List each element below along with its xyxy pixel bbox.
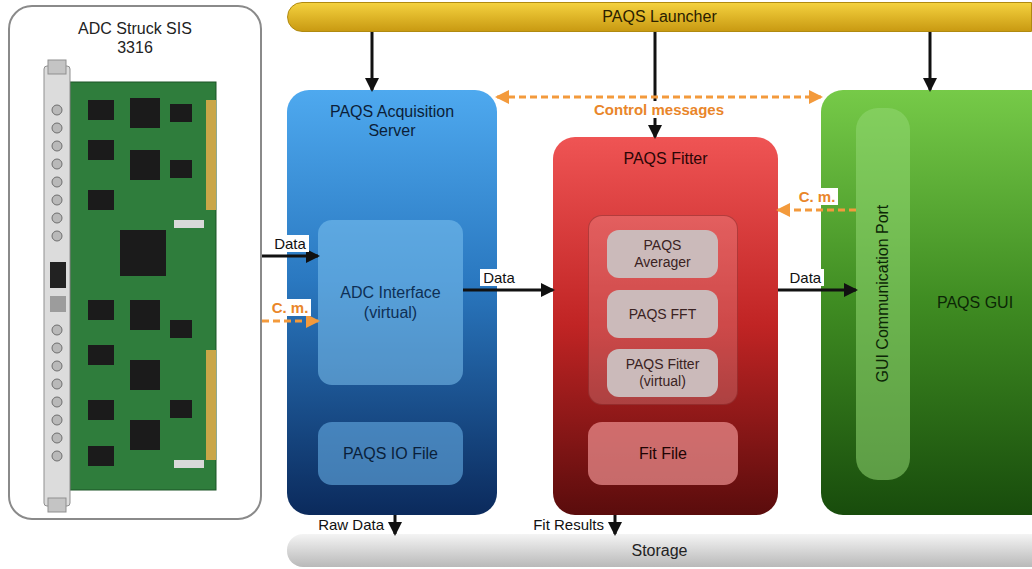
edge-label: C. m. bbox=[269, 299, 312, 316]
module-box: PAQS Averager bbox=[607, 230, 718, 278]
launcher-band: PAQS Launcher bbox=[287, 2, 1032, 32]
node-label: PAQS GUI bbox=[930, 293, 1020, 312]
node-label: PAQS FFT bbox=[629, 306, 696, 323]
module-box: PAQS FFT bbox=[607, 290, 718, 338]
edge-label: C. m. bbox=[796, 188, 839, 205]
edge-label: Data bbox=[480, 269, 518, 286]
node-label: PAQS Averager bbox=[618, 237, 708, 271]
storage-band: Storage bbox=[287, 534, 1032, 567]
module-box: PAQS Fitter (virtual) bbox=[607, 349, 718, 397]
edge-label: Control messages bbox=[591, 101, 727, 118]
control-arrow bbox=[497, 96, 821, 99]
node-label: ADC Struck SIS 3316 bbox=[73, 19, 198, 57]
process-box: PAQS FitterPAQS AveragerPAQS FFT PAQS Fit… bbox=[553, 137, 778, 515]
data-arrow bbox=[371, 32, 374, 90]
process-box: PAQS GUI GUI Communication Port bbox=[821, 90, 1032, 515]
node-label: ADC Interface (virtual) bbox=[328, 283, 453, 321]
module-box: PAQS IO File bbox=[318, 422, 463, 485]
edge-label: Data bbox=[271, 235, 309, 252]
port-box: GUI Communication Port bbox=[856, 108, 910, 480]
module-box: ADC Interface (virtual) bbox=[318, 220, 463, 385]
node-label: PAQS Launcher bbox=[602, 7, 716, 26]
data-arrow bbox=[614, 515, 617, 534]
data-arrow bbox=[654, 32, 657, 137]
node-label: PAQS IO File bbox=[343, 444, 438, 463]
node-label: PAQS Fitter bbox=[566, 149, 766, 168]
module-box: Fit File bbox=[588, 422, 738, 485]
edge-label: Fit Results bbox=[530, 516, 607, 533]
node-label: Fit File bbox=[639, 444, 687, 463]
node-label: PAQS Acquisition Server bbox=[307, 102, 477, 140]
node-label: GUI Communication Port bbox=[873, 205, 892, 383]
node-label: Storage bbox=[631, 541, 687, 560]
process-box: PAQS Acquisition ServerADC Interface (vi… bbox=[287, 90, 497, 515]
device-box: ADC Struck SIS 3316 bbox=[8, 5, 262, 520]
data-arrow bbox=[929, 32, 932, 90]
edge-label: Data bbox=[786, 269, 824, 286]
node-label: PAQS Fitter (virtual) bbox=[618, 356, 708, 390]
edge-label: Raw Data bbox=[315, 516, 387, 533]
data-arrow bbox=[394, 515, 397, 534]
